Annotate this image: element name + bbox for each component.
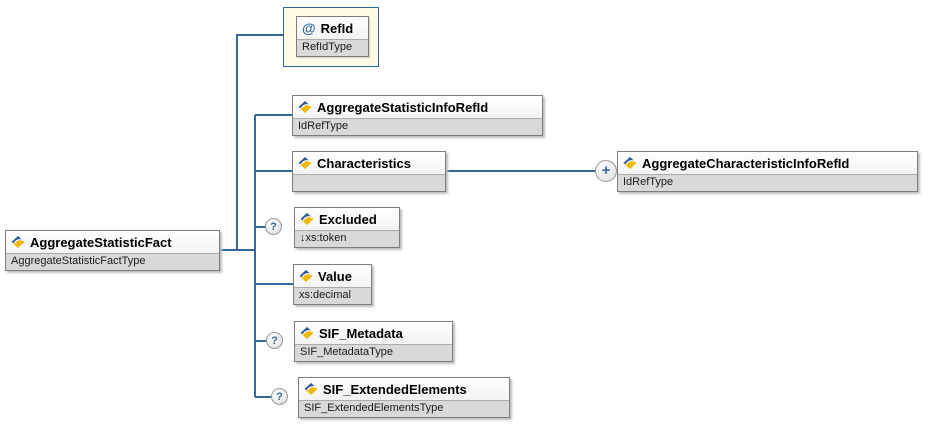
element-icon [623,157,637,169]
element-type: xs:decimal [294,287,371,304]
element-name: AggregateStatisticInfoRefId [317,99,489,115]
optional-indicator: ? [265,218,282,235]
node-excluded[interactable]: Excluded ↓xs:token [294,207,400,248]
attribute-type: RefIdType [297,39,368,56]
expand-button[interactable]: + [595,160,617,182]
element-icon [11,236,25,248]
element-type: AggregateStatisticFactType [6,253,219,270]
element-name: Characteristics [317,155,411,171]
element-icon [298,101,312,113]
element-name: AggregateStatisticFact [30,234,172,250]
element-type: ↓xs:token [295,230,399,247]
element-icon [300,327,314,339]
node-refid[interactable]: @ RefId RefIdType [296,16,369,57]
element-name: Value [318,268,352,284]
node-sif-metadata[interactable]: SIF_Metadata SIF_MetadataType [294,321,453,362]
element-icon [304,383,318,395]
element-icon [300,213,314,225]
element-type: IdRefType [293,118,542,135]
element-name: Excluded [319,211,377,227]
attribute-container: @ RefId RefIdType [283,7,379,67]
optional-indicator: ? [271,388,288,405]
node-value[interactable]: Value xs:decimal [293,264,372,305]
element-name: SIF_Metadata [319,325,403,341]
attribute-icon: @ [302,20,316,36]
element-icon [298,157,312,169]
optional-indicator: ? [266,332,283,349]
element-name: SIF_ExtendedElements [323,381,467,397]
element-type [293,174,445,191]
node-characteristics[interactable]: Characteristics [292,151,446,192]
attribute-name: RefId [320,20,354,36]
node-sif-extended-elements[interactable]: SIF_ExtendedElements SIF_ExtendedElement… [298,377,510,418]
element-type: IdRefType [618,174,917,191]
element-type: SIF_MetadataType [295,344,452,361]
element-type: SIF_ExtendedElementsType [299,400,509,417]
node-aggregate-statistic-fact[interactable]: AggregateStatisticFact AggregateStatisti… [5,230,220,271]
node-aggregate-statistic-info-refid[interactable]: AggregateStatisticInfoRefId IdRefType [292,95,543,136]
node-aggregate-characteristic-info-refid[interactable]: AggregateCharacteristicInfoRefId IdRefTy… [617,151,918,192]
element-name: AggregateCharacteristicInfoRefId [642,155,850,171]
element-icon [299,270,313,282]
